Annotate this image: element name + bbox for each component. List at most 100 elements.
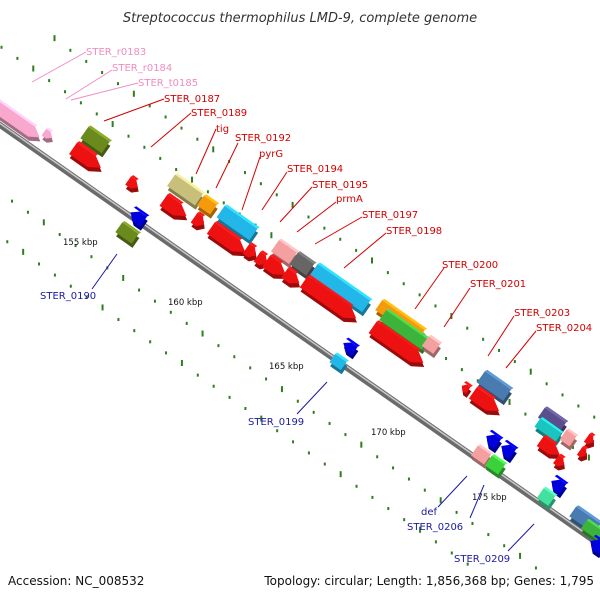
gene-feature[interactable] — [165, 173, 206, 210]
gene-label-ster-0187[interactable]: STER_0187 — [164, 94, 220, 105]
gene-label-ster-0192[interactable]: STER_0192 — [235, 133, 291, 144]
gene-label-ster-0197[interactable]: STER_0197 — [362, 210, 418, 221]
gene-feature[interactable] — [481, 429, 505, 454]
gene-feature[interactable] — [67, 141, 108, 178]
rrna-feature-highlight — [0, 96, 38, 127]
gene-feature[interactable] — [420, 334, 444, 359]
gene-label-pyrg[interactable]: pyrG — [259, 149, 283, 160]
gene-feature-body — [368, 321, 424, 363]
gene-feature-highlight — [477, 444, 494, 455]
gene-feature-body — [130, 211, 147, 227]
gene-label-ster-0204[interactable]: STER_0204 — [536, 323, 592, 334]
gene-feature-body — [536, 488, 556, 506]
gene-feature-body — [485, 455, 505, 475]
gene-feature[interactable] — [558, 428, 580, 451]
scale-label-170: 170 kbp — [371, 428, 406, 438]
gene-feature-body — [242, 243, 256, 258]
gene-feature-body — [379, 310, 429, 350]
gene-feature-highlight — [589, 432, 596, 437]
gene-label-ster-0206[interactable]: STER_0206 — [407, 522, 463, 533]
gene-feature[interactable] — [158, 192, 195, 226]
gene-label-ster-0190[interactable]: STER_0190 — [40, 291, 96, 302]
gene-feature-body — [281, 267, 300, 284]
gene-label-ster-t0185[interactable]: STER_t0185 — [138, 78, 198, 89]
gene-label-ster-r0184[interactable]: STER_r0184 — [112, 63, 172, 74]
gene-label-prma[interactable]: prmA — [336, 194, 363, 205]
accession-text: Accession: NC_008532 — [8, 574, 144, 588]
gene-feature[interactable] — [535, 486, 559, 511]
gene-feature-highlight — [576, 505, 600, 524]
gene-feature-highlight — [491, 454, 508, 465]
gene-feature[interactable] — [378, 308, 433, 355]
gene-feature-highlight — [543, 434, 558, 445]
gene-feature-highlight — [214, 220, 243, 240]
gene-feature-body — [461, 384, 471, 394]
gene-feature[interactable] — [241, 242, 263, 265]
gene-feature-highlight — [203, 194, 220, 205]
gene-feature[interactable] — [551, 453, 570, 473]
gene-feature-body — [576, 446, 587, 458]
gene-feature[interactable] — [575, 445, 593, 464]
gene-label-ster-0203[interactable]: STER_0203 — [514, 308, 570, 319]
gene-feature[interactable] — [114, 220, 143, 248]
gene-feature[interactable] — [125, 206, 151, 231]
gene-feature[interactable] — [308, 262, 374, 317]
gene-feature-highlight — [489, 429, 504, 440]
gene-label-ster-0200[interactable]: STER_0200 — [442, 260, 498, 271]
gene-label-def[interactable]: def — [421, 507, 438, 518]
gene-feature[interactable] — [585, 534, 600, 559]
gene-feature[interactable] — [260, 253, 293, 284]
gene-feature[interactable] — [475, 369, 515, 406]
gene-label-ster-0194[interactable]: STER_0194 — [287, 164, 343, 175]
gene-feature-body — [167, 174, 203, 206]
gene-feature[interactable] — [189, 211, 211, 234]
gene-feature-body — [309, 263, 371, 313]
gene-feature-highlight — [428, 334, 443, 345]
gene-feature-highlight — [386, 308, 432, 340]
gene-label-ster-0189[interactable]: STER_0189 — [191, 108, 247, 119]
gene-label-ster-0195[interactable]: STER_0195 — [312, 180, 368, 191]
gene-label-ster-0209[interactable]: STER_0209 — [454, 554, 510, 565]
gene-label-ster-0199[interactable]: STER_0199 — [248, 417, 304, 428]
gene-feature-highlight — [540, 417, 564, 434]
gene-feature-body — [534, 418, 562, 442]
minus-strand-labels: STER_0190 STER_0199 def STER_0206 STER_0… — [40, 291, 510, 565]
gene-label-tig[interactable]: tig — [216, 124, 229, 135]
gene-feature-highlight — [544, 406, 569, 423]
trna-feature[interactable] — [40, 127, 58, 145]
gene-feature-highlight — [175, 173, 206, 195]
gene-feature-highlight — [376, 320, 421, 351]
gene-feature[interactable] — [288, 251, 318, 280]
gene-feature-body — [190, 212, 204, 227]
gene-feature[interactable] — [279, 266, 306, 292]
gene-label-ster-0201[interactable]: STER_0201 — [470, 279, 526, 290]
gene-feature[interactable] — [367, 320, 431, 373]
scale-label-155: 155 kbp — [63, 238, 98, 248]
gene-label-ster-0198[interactable]: STER_0198 — [386, 226, 442, 237]
gene-feature-body — [468, 387, 500, 412]
gene-feature-highlight — [382, 298, 428, 330]
gene-feature[interactable] — [582, 432, 600, 451]
gene-feature[interactable] — [533, 416, 566, 446]
gene-feature[interactable] — [205, 220, 253, 262]
gene-label-ster-r0183[interactable]: STER_r0183 — [86, 47, 146, 58]
gene-feature[interactable] — [339, 337, 362, 360]
gene-feature-highlight — [543, 486, 558, 497]
gene-feature[interactable] — [496, 439, 520, 464]
scale-labels: 155 kbp 160 kbp 165 kbp 170 kbp 175 kbp — [63, 238, 507, 503]
gene-feature[interactable] — [458, 380, 475, 398]
gene-feature[interactable] — [535, 434, 567, 464]
gene-feature[interactable] — [328, 352, 351, 375]
gene-feature[interactable] — [79, 125, 114, 158]
gene-feature-highlight — [558, 453, 566, 459]
gene-feature[interactable] — [215, 204, 261, 245]
gene-feature[interactable] — [123, 174, 144, 195]
gene-feature-body — [590, 539, 600, 554]
gene-feature[interactable] — [483, 454, 509, 479]
gene-feature[interactable] — [467, 385, 507, 421]
rrna-feature[interactable] — [0, 96, 47, 146]
gene-feature[interactable] — [195, 194, 221, 219]
gene-feature[interactable] — [298, 274, 364, 328]
gene-feature-highlight — [586, 518, 600, 532]
